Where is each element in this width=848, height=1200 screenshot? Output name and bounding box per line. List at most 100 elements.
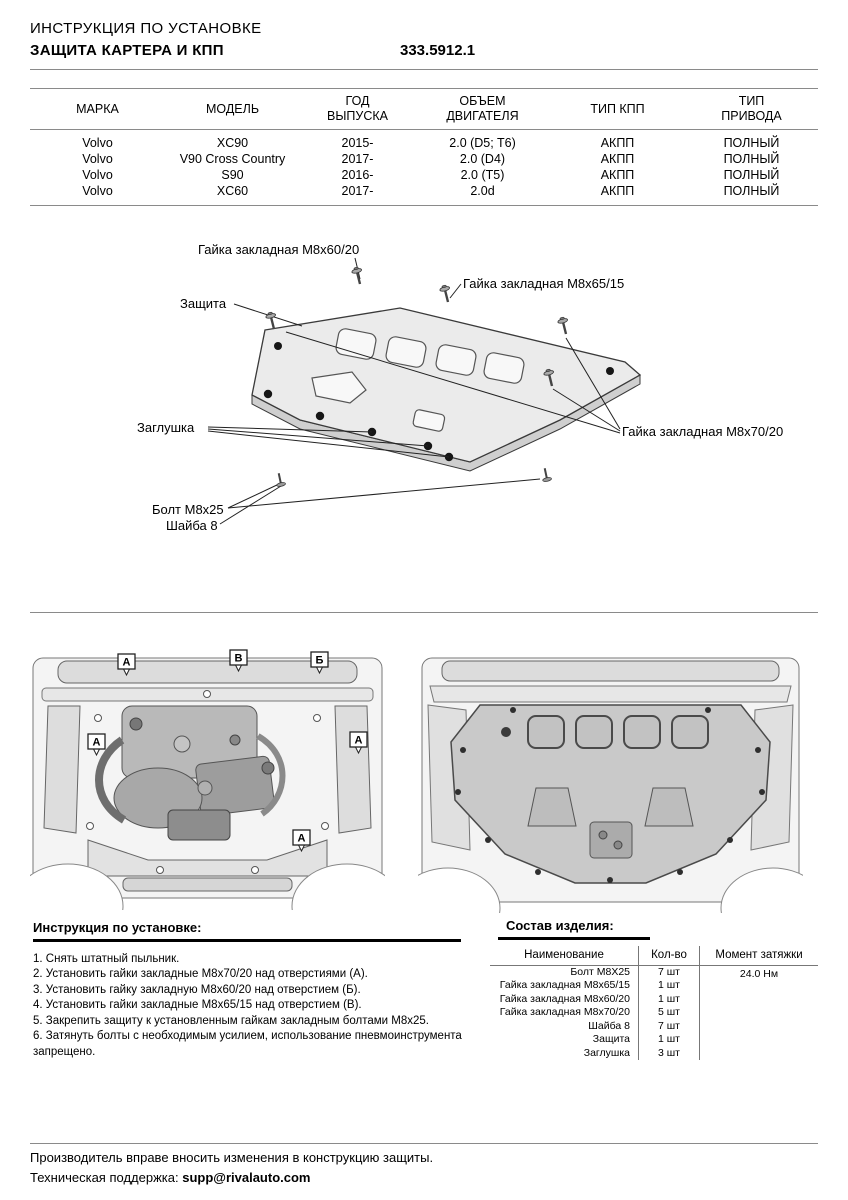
plate-outline: [251, 307, 642, 463]
nut-m8x60-icon: [349, 264, 367, 287]
part-name: Шайба 8: [588, 1019, 630, 1032]
cell: Volvo: [82, 184, 113, 198]
label-nut-m8x65: Гайка закладная M8x65/15: [463, 276, 625, 291]
doc-type: ИНСТРУКЦИЯ ПО УСТАНОВКЕ: [30, 20, 262, 37]
part-number: 333.5912.1: [400, 42, 476, 59]
cell: XC60: [216, 184, 249, 198]
bolt-points: [86, 690, 329, 874]
engine-assembly: [95, 705, 286, 841]
crossmember-bottom: [122, 877, 293, 892]
cell: АКПП: [600, 184, 635, 198]
underbody-photo-installed: [418, 657, 803, 913]
wheel-arch-right: [291, 863, 385, 910]
hole-marker: А: [292, 829, 311, 853]
part-qty: 7 шт: [638, 965, 700, 979]
cell: 2.0d: [470, 184, 495, 198]
cell: XC90: [216, 136, 249, 150]
label-plug: Заглушка: [137, 420, 195, 435]
nut-m8x70-icon: [263, 309, 281, 332]
parts-heading-rule: [498, 937, 650, 940]
cell: S90: [221, 168, 244, 182]
install-step: 2. Установить гайки закладные M8x70/20 н…: [33, 968, 368, 980]
label-shield: Защита: [180, 296, 227, 311]
install-step: 1. Снять штатный пыльник.: [33, 952, 180, 965]
cell: 2015-: [341, 136, 374, 150]
cell: 2017-: [341, 152, 374, 166]
table-row: Volvo XC90 2015- 2.0 (D5; T6) АКПП ПОЛНЫ…: [30, 135, 818, 151]
column-header-obem: ОБЪЕМ ДВИГАТЕЛЯ: [446, 94, 519, 123]
page-title: ЗАЩИТА КАРТЕРА И КПП: [30, 42, 224, 59]
install-section: Инструкция по установке: 1. Снять штатны…: [33, 920, 465, 1060]
fitment-table: МАРКА МОДЕЛЬ ГОД ВЫПУСКА ОБЪЕМ ДВИГАТЕЛЯ…: [30, 88, 818, 206]
marker-letter: Б: [316, 655, 324, 667]
bumper-beam: [441, 660, 780, 682]
column-header-god: ГОД ВЫПУСКА: [327, 94, 388, 123]
parts-section: Состав изделия: Наименование Кол-во Моме…: [490, 918, 818, 1060]
exploded-diagram-section: Гайка закладная M8x60/20 Гайка закладная…: [0, 232, 848, 610]
marker-letter: А: [298, 833, 306, 845]
part-name: Заглушка: [583, 1046, 630, 1059]
part-qty: 5 шт: [638, 1006, 700, 1020]
cell: 2.0 (D4): [459, 152, 506, 166]
underbody-photo-before: А В Б А А А: [30, 649, 385, 910]
installed-shield: [450, 704, 771, 884]
hole-marker: А: [117, 653, 136, 677]
hole-marker: А: [87, 733, 106, 757]
part-name: Гайка закладная M8x60/20: [499, 992, 630, 1005]
wheel-arch-right: [720, 867, 803, 913]
hole-marker: В: [229, 649, 248, 673]
marker-letter: А: [355, 735, 363, 747]
install-step: 4. Установить гайки закладные M8x65/15 н…: [33, 999, 362, 1011]
parts-table: Наименование Кол-во Момент затяжки 24.0 …: [490, 945, 818, 1060]
shield-plate-drawing: [251, 307, 642, 472]
exploded-diagram: [207, 257, 642, 525]
crossmember-top: [429, 685, 792, 703]
cell: Volvo: [82, 152, 113, 166]
part-name: Гайка закладная M8x65/15: [499, 979, 630, 991]
cell: ПОЛНЫЙ: [723, 168, 780, 182]
parts-heading: Состав изделия:: [506, 918, 614, 933]
shield-bolts: [455, 707, 765, 883]
column-header-privod: ТИП ПРИВОДА: [721, 94, 782, 123]
part-qty: 1 шт: [638, 992, 700, 1006]
part-name: Защита: [592, 1033, 630, 1045]
frame-rail-left: [43, 705, 81, 834]
parts-col-name: Наименование: [490, 946, 638, 966]
hole-marker: Б: [310, 651, 329, 675]
cell: V90 Cross Country: [179, 152, 286, 166]
section-divider: [30, 612, 818, 613]
label-washer: Шайба 8: [166, 518, 218, 533]
wheel-arch-left: [418, 867, 501, 913]
header-divider: [30, 69, 818, 70]
fitment-body: Volvo XC90 2015- 2.0 (D5; T6) АКПП ПОЛНЫ…: [30, 130, 818, 205]
cell: АКПП: [600, 168, 635, 182]
column-header-marka: МАРКА: [76, 101, 119, 116]
install-step: 6. Затянуть болты с необходимым усилием,…: [33, 1030, 462, 1058]
cell: АКПП: [600, 152, 635, 166]
install-step: 5. Закрепить защиту к установленным гайк…: [33, 1014, 429, 1027]
cell: ПОЛНЫЙ: [723, 152, 780, 166]
part-name: Болт M8X25: [570, 965, 630, 978]
footer-divider: [30, 1143, 818, 1144]
footer-note: Производитель вправе вносить изменения в…: [30, 1150, 434, 1165]
support-email: supp@rivalauto.com: [182, 1170, 311, 1185]
mount-holes: [263, 342, 614, 462]
cell: 2.0 (D5; T6): [449, 136, 516, 150]
wheel-arch-left: [30, 863, 124, 910]
install-step: 3. Установить гайку закладную M8x60/20 н…: [33, 983, 361, 996]
marker-letter: В: [235, 653, 243, 665]
parts-col-qty: Кол-во: [638, 945, 700, 966]
cell: ПОЛНЫЙ: [723, 184, 780, 198]
cell: ПОЛНЫЙ: [723, 136, 780, 150]
label-nut-m8x70: Гайка закладная M8x70/20: [622, 424, 784, 439]
support-label: Техническая поддержка:: [30, 1170, 179, 1185]
fitment-header-row: МАРКА МОДЕЛЬ ГОД ВЫПУСКА ОБЪЕМ ДВИГАТЕЛЯ…: [30, 89, 818, 130]
nut-m8x65-icon: [437, 282, 455, 305]
install-heading: Инструкция по установке:: [33, 920, 202, 935]
part-qty: 7 шт: [638, 1019, 700, 1033]
cell: Volvo: [82, 136, 113, 150]
part-qty: 1 шт: [638, 979, 700, 993]
hole-marker: А: [349, 731, 368, 755]
cell: 2017-: [341, 184, 374, 198]
cell: 2.0 (T5): [460, 168, 505, 182]
